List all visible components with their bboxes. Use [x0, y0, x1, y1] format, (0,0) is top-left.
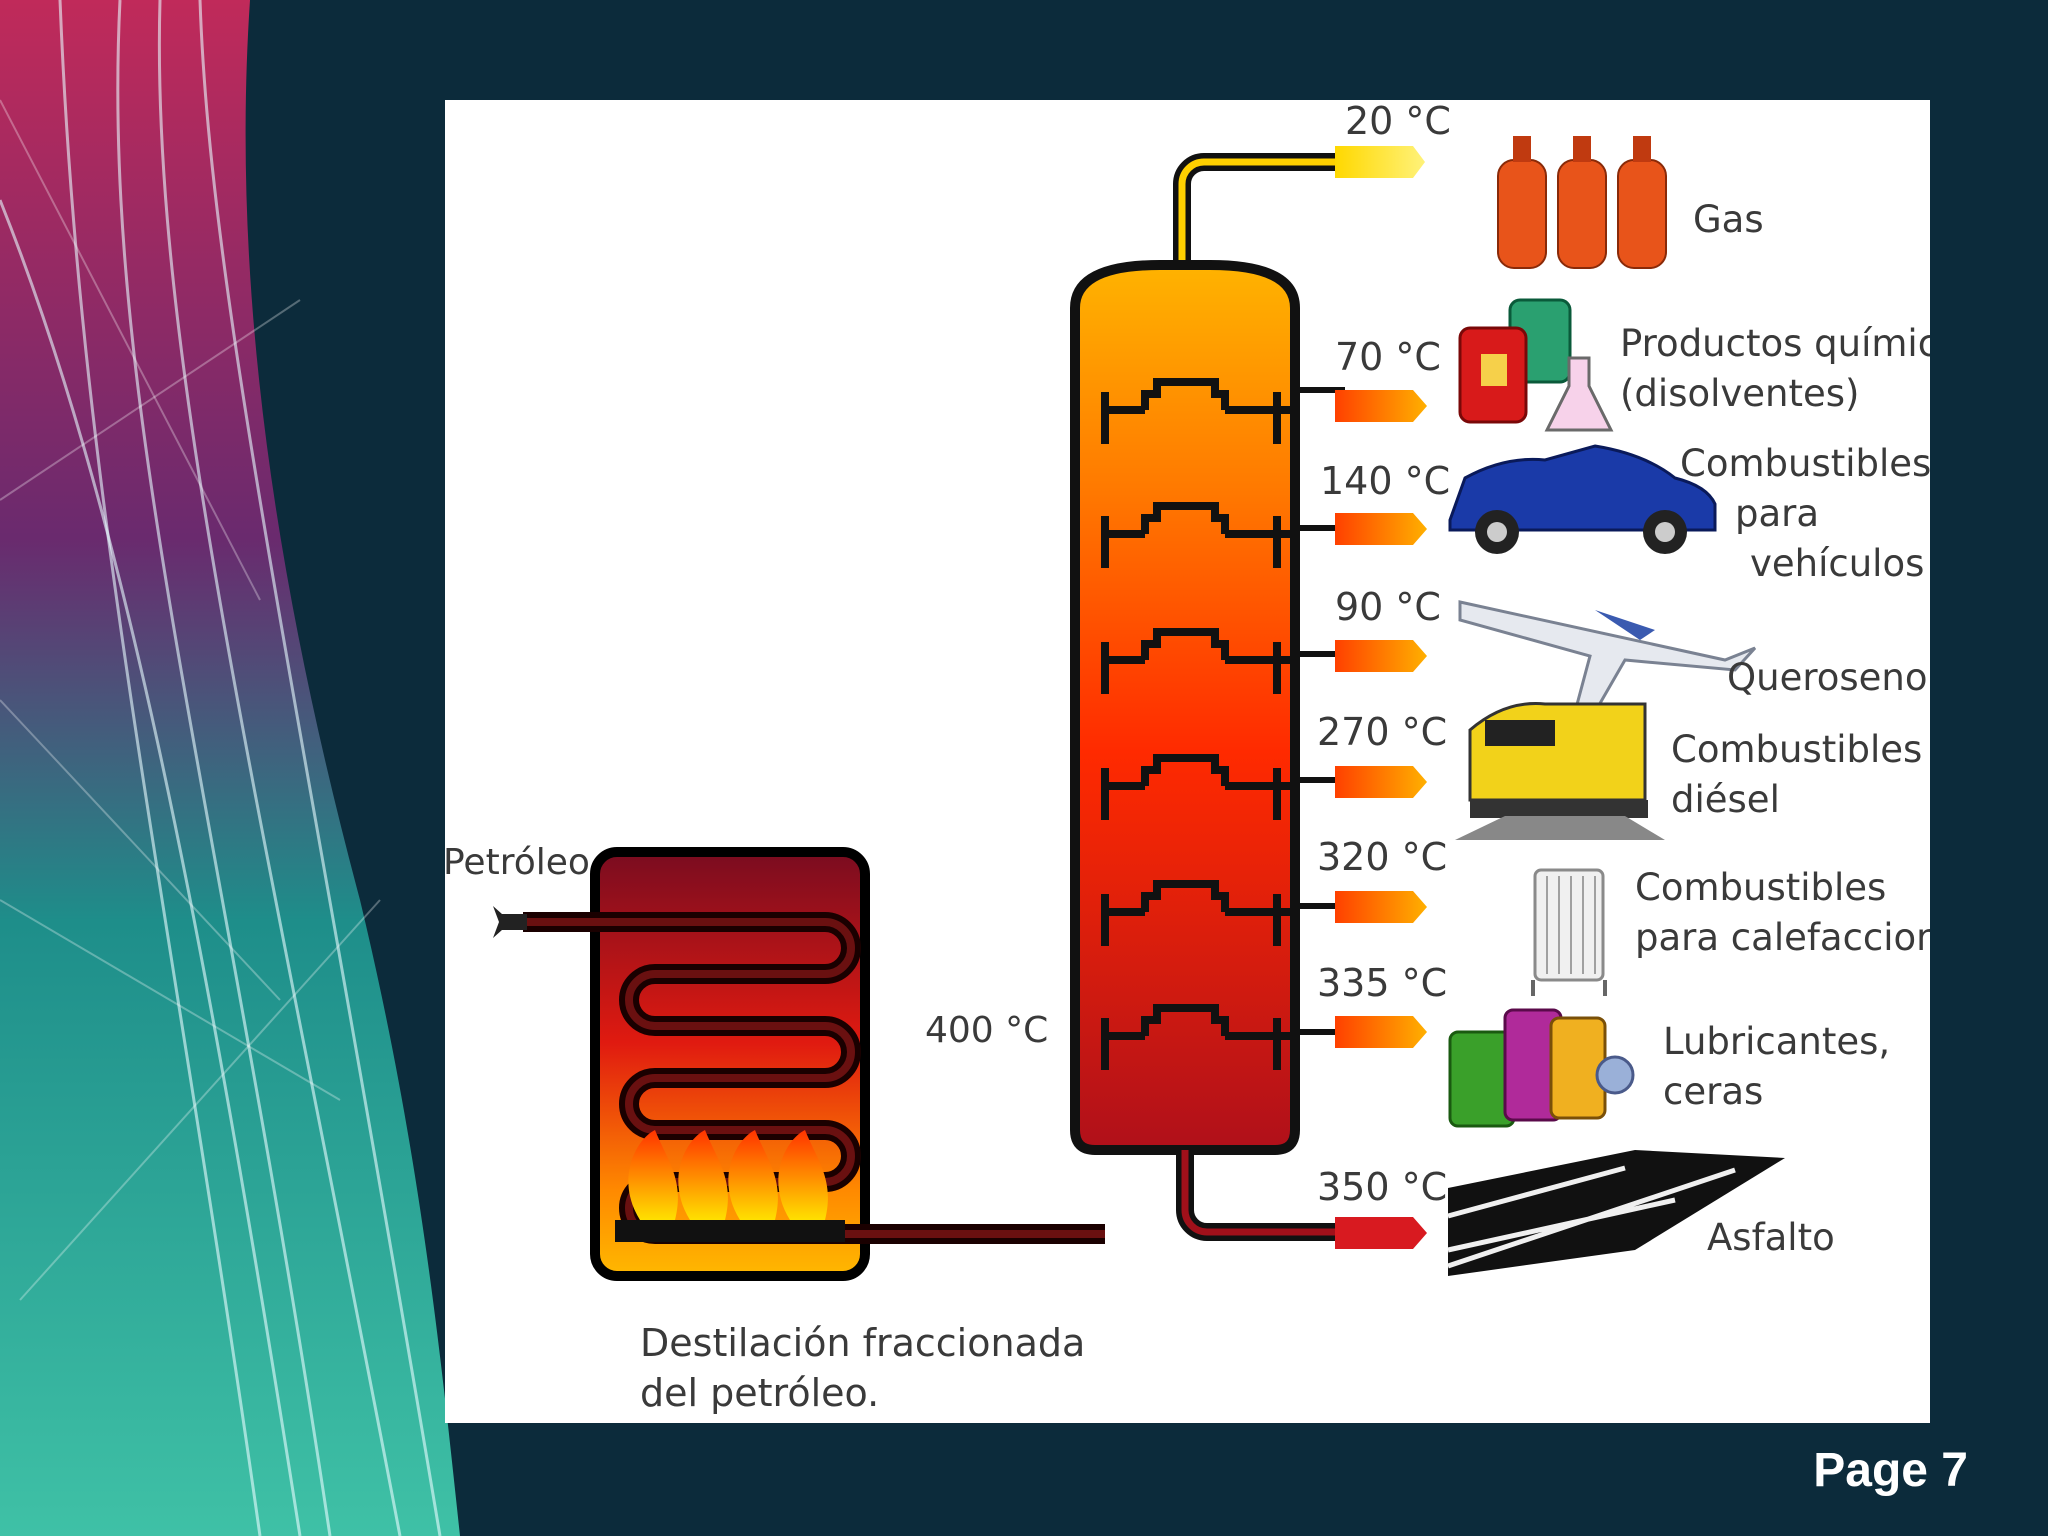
radiator-icon	[1531, 868, 1607, 996]
fractional-distillation-diagram: Petróleo 400 °C	[445, 100, 1930, 1415]
locomotive-icon	[1455, 702, 1665, 840]
temp-label-kerosene: 90 °C	[1335, 585, 1441, 629]
temp-label-lubricants: 335 °C	[1317, 961, 1447, 1005]
product-label-chemicals: Productos químicos (disolventes)	[1620, 322, 1930, 415]
product-label-diesel: Combustibles diésel	[1671, 728, 1930, 821]
output-arrow-chemicals	[1335, 390, 1427, 422]
asphalt-road-icon	[1447, 1150, 1785, 1276]
decorative-background-art	[0, 0, 460, 1536]
diagram-panel: Petróleo 400 °C	[445, 100, 1930, 1423]
product-label-gas: Gas	[1693, 198, 1764, 241]
furnace	[523, 847, 1105, 1281]
gas-cylinders-icon	[1497, 136, 1667, 269]
column-trays	[1101, 378, 1297, 1070]
car-icon	[1448, 444, 1717, 554]
airplane-icon	[1458, 600, 1757, 714]
lubricant-bottles-icon	[1448, 1008, 1635, 1128]
burner-flames	[628, 1130, 828, 1220]
product-label-asphalt: Asfalto	[1707, 1216, 1835, 1259]
chemical-drums-icon	[1458, 298, 1614, 432]
crude-oil-label: Petróleo	[445, 842, 590, 883]
output-arrow-kerosene	[1335, 640, 1427, 672]
temp-label-gas: 20 °C	[1345, 100, 1451, 143]
fractionating-column	[1070, 153, 1345, 1241]
product-label-vehicle-fuels: Combustibles para vehículos	[1680, 442, 1930, 585]
product-label-kerosene: Queroseno	[1727, 656, 1928, 699]
temp-label-vehicle-fuels: 140 °C	[1320, 459, 1450, 503]
furnace-outlet-temp: 400 °C	[925, 1010, 1048, 1051]
crude-inlet-arrow	[493, 906, 527, 938]
temp-label-asphalt: 350 °C	[1317, 1165, 1447, 1209]
page-number: Page 7	[1813, 1444, 1968, 1497]
output-arrow-gas	[1335, 146, 1425, 178]
diagram-caption: Destilación fraccionada del petróleo.	[640, 1321, 1097, 1415]
temp-label-diesel: 270 °C	[1317, 710, 1447, 754]
product-label-lubricants: Lubricantes, ceras	[1663, 1020, 1902, 1113]
output-arrows	[1335, 146, 1427, 1249]
temp-label-chemicals: 70 °C	[1335, 335, 1441, 379]
output-arrow-asphalt	[1335, 1217, 1427, 1249]
output-arrow-vehicle-fuels	[1335, 513, 1427, 545]
output-arrow-diesel	[1335, 766, 1427, 798]
output-arrow-lubricants	[1335, 1016, 1427, 1048]
temp-label-heating: 320 °C	[1317, 835, 1447, 879]
output-arrow-heating	[1335, 891, 1427, 923]
product-label-heating: Combustibles para calefacciones	[1635, 866, 1930, 959]
